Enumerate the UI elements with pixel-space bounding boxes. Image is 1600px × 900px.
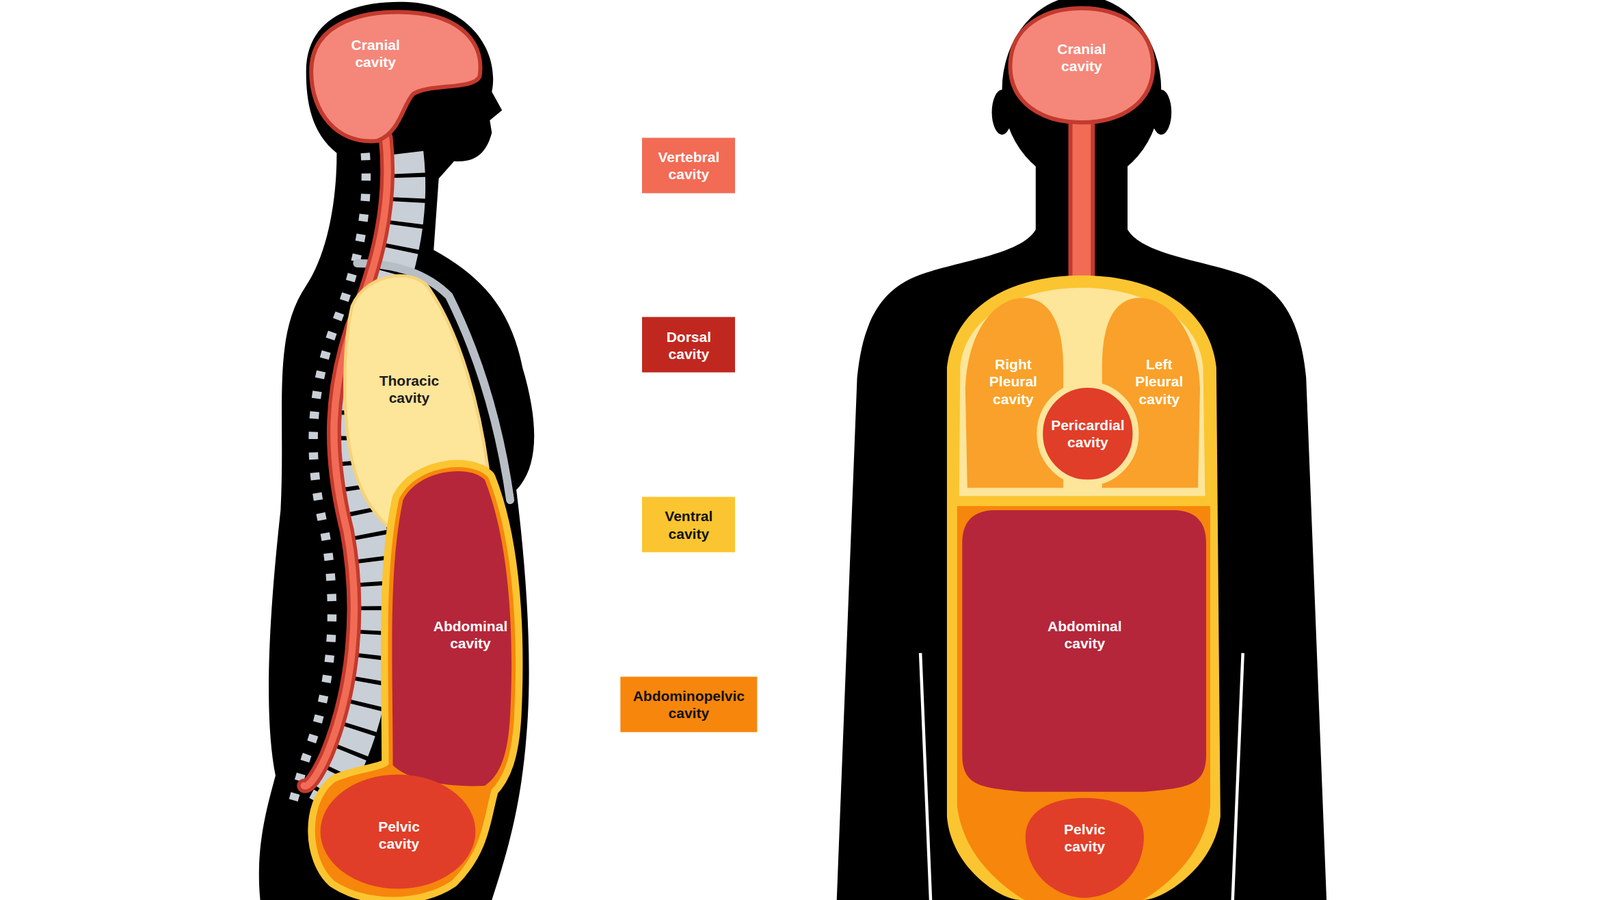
legend-entry: Abdominopelvic cavity xyxy=(620,676,757,732)
abdominopelvic-outline xyxy=(319,471,512,893)
cavity-name: Abdominal cavity xyxy=(1047,617,1123,652)
abdominal-cavity-shape xyxy=(962,510,1207,792)
cavity-name: Pericardial cavity xyxy=(1050,416,1125,451)
spinous-processes xyxy=(291,153,367,807)
pelvic-cavity-shape xyxy=(320,774,476,889)
ear xyxy=(1150,89,1172,135)
ventral-cavity-shape xyxy=(947,275,1221,900)
legend-entry: Ventral cavity xyxy=(642,497,736,553)
cavity-label: Abdominal cavity xyxy=(1047,617,1123,652)
legend-swatch: Abdominopelvic cavity xyxy=(620,676,757,732)
legend-swatch: Dorsal cavity xyxy=(642,317,736,373)
cavity-name: Cranial cavity xyxy=(351,35,400,70)
cavity-name: Thoracic cavity xyxy=(379,371,440,406)
legend-entry: Vertebral cavity xyxy=(642,137,736,193)
spinal-canal xyxy=(1070,114,1093,288)
cavity-name: Left Pleural cavity xyxy=(1135,355,1183,408)
cavity-name: Cranial cavity xyxy=(1057,39,1106,74)
arm-gap xyxy=(1232,652,1244,900)
cranial-cavity-shape xyxy=(311,12,480,142)
cranial-cavity-shape xyxy=(1009,8,1153,123)
legend-entry: Dorsal cavity xyxy=(642,317,736,373)
pericardial-shape xyxy=(1040,384,1136,483)
thoracic-cavity-shape xyxy=(959,287,1206,496)
cavity-label: Pelvic cavity xyxy=(1063,820,1106,855)
pelvic-cavity-shape xyxy=(1025,797,1144,898)
legend-text: Vertebral cavity xyxy=(657,148,720,183)
cavity-label: Left Pleural cavity xyxy=(1135,355,1183,408)
cavity-name: Pelvic cavity xyxy=(378,817,420,852)
ear xyxy=(992,89,1013,135)
cavity-label: Thoracic cavity xyxy=(379,371,440,406)
cavity-label: Abdominal cavity xyxy=(433,617,509,652)
front-silhouette xyxy=(836,229,1327,900)
legend-text: Abdominopelvic cavity xyxy=(633,687,745,722)
cavity-label: Cranial cavity xyxy=(351,35,400,70)
cavity-name: Right Pleural cavity xyxy=(989,355,1038,408)
legend-swatch: Vertebral cavity xyxy=(642,137,736,193)
abdominal-cavity-shape xyxy=(391,471,512,786)
arm-gap xyxy=(920,652,931,900)
cavity-name: Pelvic cavity xyxy=(1063,820,1106,855)
side-silhouette xyxy=(259,2,535,900)
legend-text: Dorsal cavity xyxy=(666,327,712,362)
cavity-label: Pelvic cavity xyxy=(378,817,420,852)
abdominopelvic-shape xyxy=(957,505,1211,900)
legend-swatch: Ventral cavity xyxy=(642,497,736,553)
cavity-name: Abdominal cavity xyxy=(433,617,509,652)
legend-text: Ventral cavity xyxy=(664,507,713,542)
cavity-label: Pericardial cavity xyxy=(1050,416,1125,451)
cavity-label: Right Pleural cavity xyxy=(989,355,1038,408)
cavity-label: Cranial cavity xyxy=(1057,39,1106,74)
